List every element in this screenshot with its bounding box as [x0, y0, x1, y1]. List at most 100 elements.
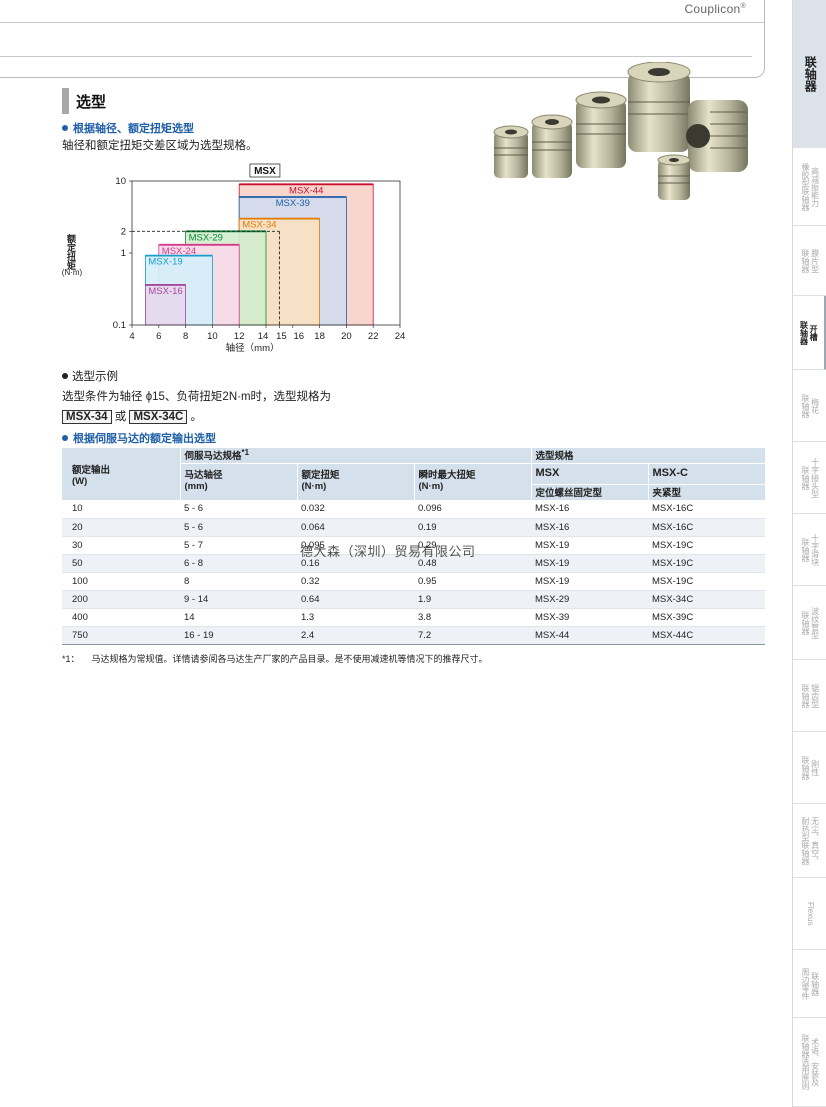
header-divider: [0, 22, 764, 23]
coupling-image: [657, 154, 691, 200]
sidebar-tab[interactable]: 开槽 联轴器: [793, 296, 826, 370]
table-cell: MSX-19: [531, 572, 648, 591]
chart-title-box: [249, 163, 281, 178]
footnote: *1：马达规格为常规值。详情请参阅各马达生产厂家的产品目录。是不使用减速机等情况…: [62, 654, 488, 664]
x-tick-label: 15: [276, 331, 287, 342]
y-tick-label: 1: [121, 248, 126, 259]
sidebar-tab[interactable]: 术语、安装及 联轴器选用原则: [793, 1018, 826, 1107]
table-cell: 750: [62, 626, 180, 645]
col-selection-spec: 选型规格: [531, 448, 765, 464]
brand-logo: Couplicon®: [684, 2, 746, 16]
series-label: MSX-34: [242, 220, 276, 231]
sidebar-tab[interactable]: 高减振能力 橡胶型联轴器: [793, 148, 826, 226]
sidebar-tab-label: 十字滑块 联轴器: [801, 533, 820, 566]
y-tick-label: 0.1: [113, 320, 126, 331]
sidebar-tab[interactable]: 梅花 联轴器: [793, 370, 826, 442]
x-tick-label: 22: [368, 331, 379, 342]
table-cell: 200: [62, 590, 180, 609]
sidebar-tab[interactable]: 无尘、真空、 耐热型联轴器: [793, 804, 826, 878]
table-cell: 0.32: [297, 572, 414, 591]
example-or: 或: [114, 411, 127, 423]
sidebar-tab-label: Flexus: [805, 901, 815, 926]
sidebar-tab[interactable]: 联轴器 周边零件: [793, 950, 826, 1018]
header-frame: Couplicon®: [0, 0, 765, 78]
x-tick-label: 16: [294, 331, 305, 342]
table-cell: MSX-44: [531, 626, 648, 645]
coupling-image: [627, 62, 691, 152]
bullet-icon: [62, 373, 68, 379]
sidebar-tab[interactable]: 锯齿型 联轴器: [793, 660, 826, 732]
table-cell: 5 - 6: [180, 500, 297, 519]
table-cell: MSX-19C: [648, 554, 765, 573]
sidebar-tab[interactable]: 波纹管型 联轴器: [793, 586, 826, 660]
x-tick-label: 14: [258, 331, 269, 342]
x-axis-label: 轴径（mm）: [226, 342, 280, 354]
table-cell: 16 - 19: [180, 626, 297, 645]
table-cell: 0.64: [297, 590, 414, 609]
table-cell: MSX-16C: [648, 518, 765, 537]
col-msx: MSX: [531, 463, 649, 485]
table-cell: 7.2: [414, 626, 531, 645]
table-cell: 5 - 6: [180, 518, 297, 537]
title-marker: [62, 88, 69, 114]
sidebar-tab[interactable]: 刚性 联轴器: [793, 732, 826, 804]
sidebar-tab[interactable]: 膜片型 联轴器: [793, 226, 826, 296]
table-cell: 10: [62, 500, 180, 519]
table-cell: 1.3: [297, 608, 414, 627]
col-msxc-type: 夹紧型: [648, 484, 765, 500]
series-label: MSX-39: [276, 198, 310, 209]
col-peak-torque: 瞬时最大扭矩(N·m): [414, 463, 532, 500]
example-result: MSX-34 或 MSX-34C 。: [62, 408, 331, 424]
sidebar-tab[interactable]: 十字滑块 联轴器: [793, 514, 826, 586]
x-tick-label: 4: [129, 331, 134, 342]
header-divider: [0, 56, 752, 57]
sidebar-tab-label: 锯齿型 联轴器: [801, 683, 820, 708]
x-tick-label: 24: [395, 331, 406, 342]
example-tail: 。: [190, 411, 203, 423]
series-area: [145, 284, 187, 326]
table-cell: 0.16: [297, 554, 414, 573]
table-cell: MSX-16: [531, 500, 648, 519]
sidebar-tab-label: 波纹管型 联轴器: [801, 606, 820, 639]
sidebar-tab[interactable]: Flexus: [793, 878, 826, 950]
table-cell: MSX-19: [531, 536, 648, 555]
table-cell: 0.096: [414, 500, 531, 519]
col-rated-output: 额定输出(W): [62, 448, 181, 500]
sidebar-tab-label: 联轴器 周边零件: [801, 967, 820, 1000]
coupling-image: [575, 91, 627, 168]
servo-selection-table: 额定输出(W) 伺服马达规格*1 选型规格 马达轴径(mm) 额定扭矩(N·m)…: [62, 448, 765, 645]
sidebar-tab-label: 开槽 联轴器: [799, 320, 819, 345]
table-cell: MSX-44C: [648, 626, 765, 645]
table-cell: 20: [62, 518, 180, 537]
model-badge: MSX-34: [62, 410, 112, 424]
sidebar-index: 联轴器高减振能力 橡胶型联轴器膜片型 联轴器开槽 联轴器梅花 联轴器十字接头型 …: [792, 0, 826, 1107]
table-cell: 9 - 14: [180, 590, 297, 609]
sidebar-tab-label: 联轴器: [803, 55, 818, 92]
sidebar-tab-label: 高减振能力 橡胶型联轴器: [801, 162, 820, 211]
table-cell: 0.095: [297, 536, 414, 555]
series-label: MSX-24: [162, 246, 196, 257]
sidebar-tab[interactable]: 联轴器: [793, 0, 826, 148]
product-photo: [493, 62, 748, 200]
coupling-image: [686, 100, 748, 172]
table-cell: MSX-29: [531, 590, 648, 609]
table-cell: 1.9: [414, 590, 531, 609]
sidebar-tab[interactable]: 十字接头型 联轴器: [793, 442, 826, 514]
col-msxc: MSX-C: [648, 463, 765, 485]
subheading-shaft-torque: 根据轴径、额定扭矩选型: [62, 120, 194, 136]
y-axis-label: 额定扭矩: [65, 233, 77, 271]
x-tick-label: 20: [341, 331, 352, 342]
table-cell: 2.4: [297, 626, 414, 645]
table-cell: MSX-39C: [648, 608, 765, 627]
watermark: 德大森（深圳）贸易有限公司: [300, 544, 476, 559]
table-cell: 0.95: [414, 572, 531, 591]
model-badge: MSX-34C: [129, 410, 188, 424]
table-cell: MSX-19C: [648, 536, 765, 555]
example-heading: 选型示例: [62, 368, 331, 384]
table-cell: 0.29: [414, 536, 531, 555]
bullet-icon: [62, 435, 68, 441]
bullet-icon: [62, 125, 68, 131]
